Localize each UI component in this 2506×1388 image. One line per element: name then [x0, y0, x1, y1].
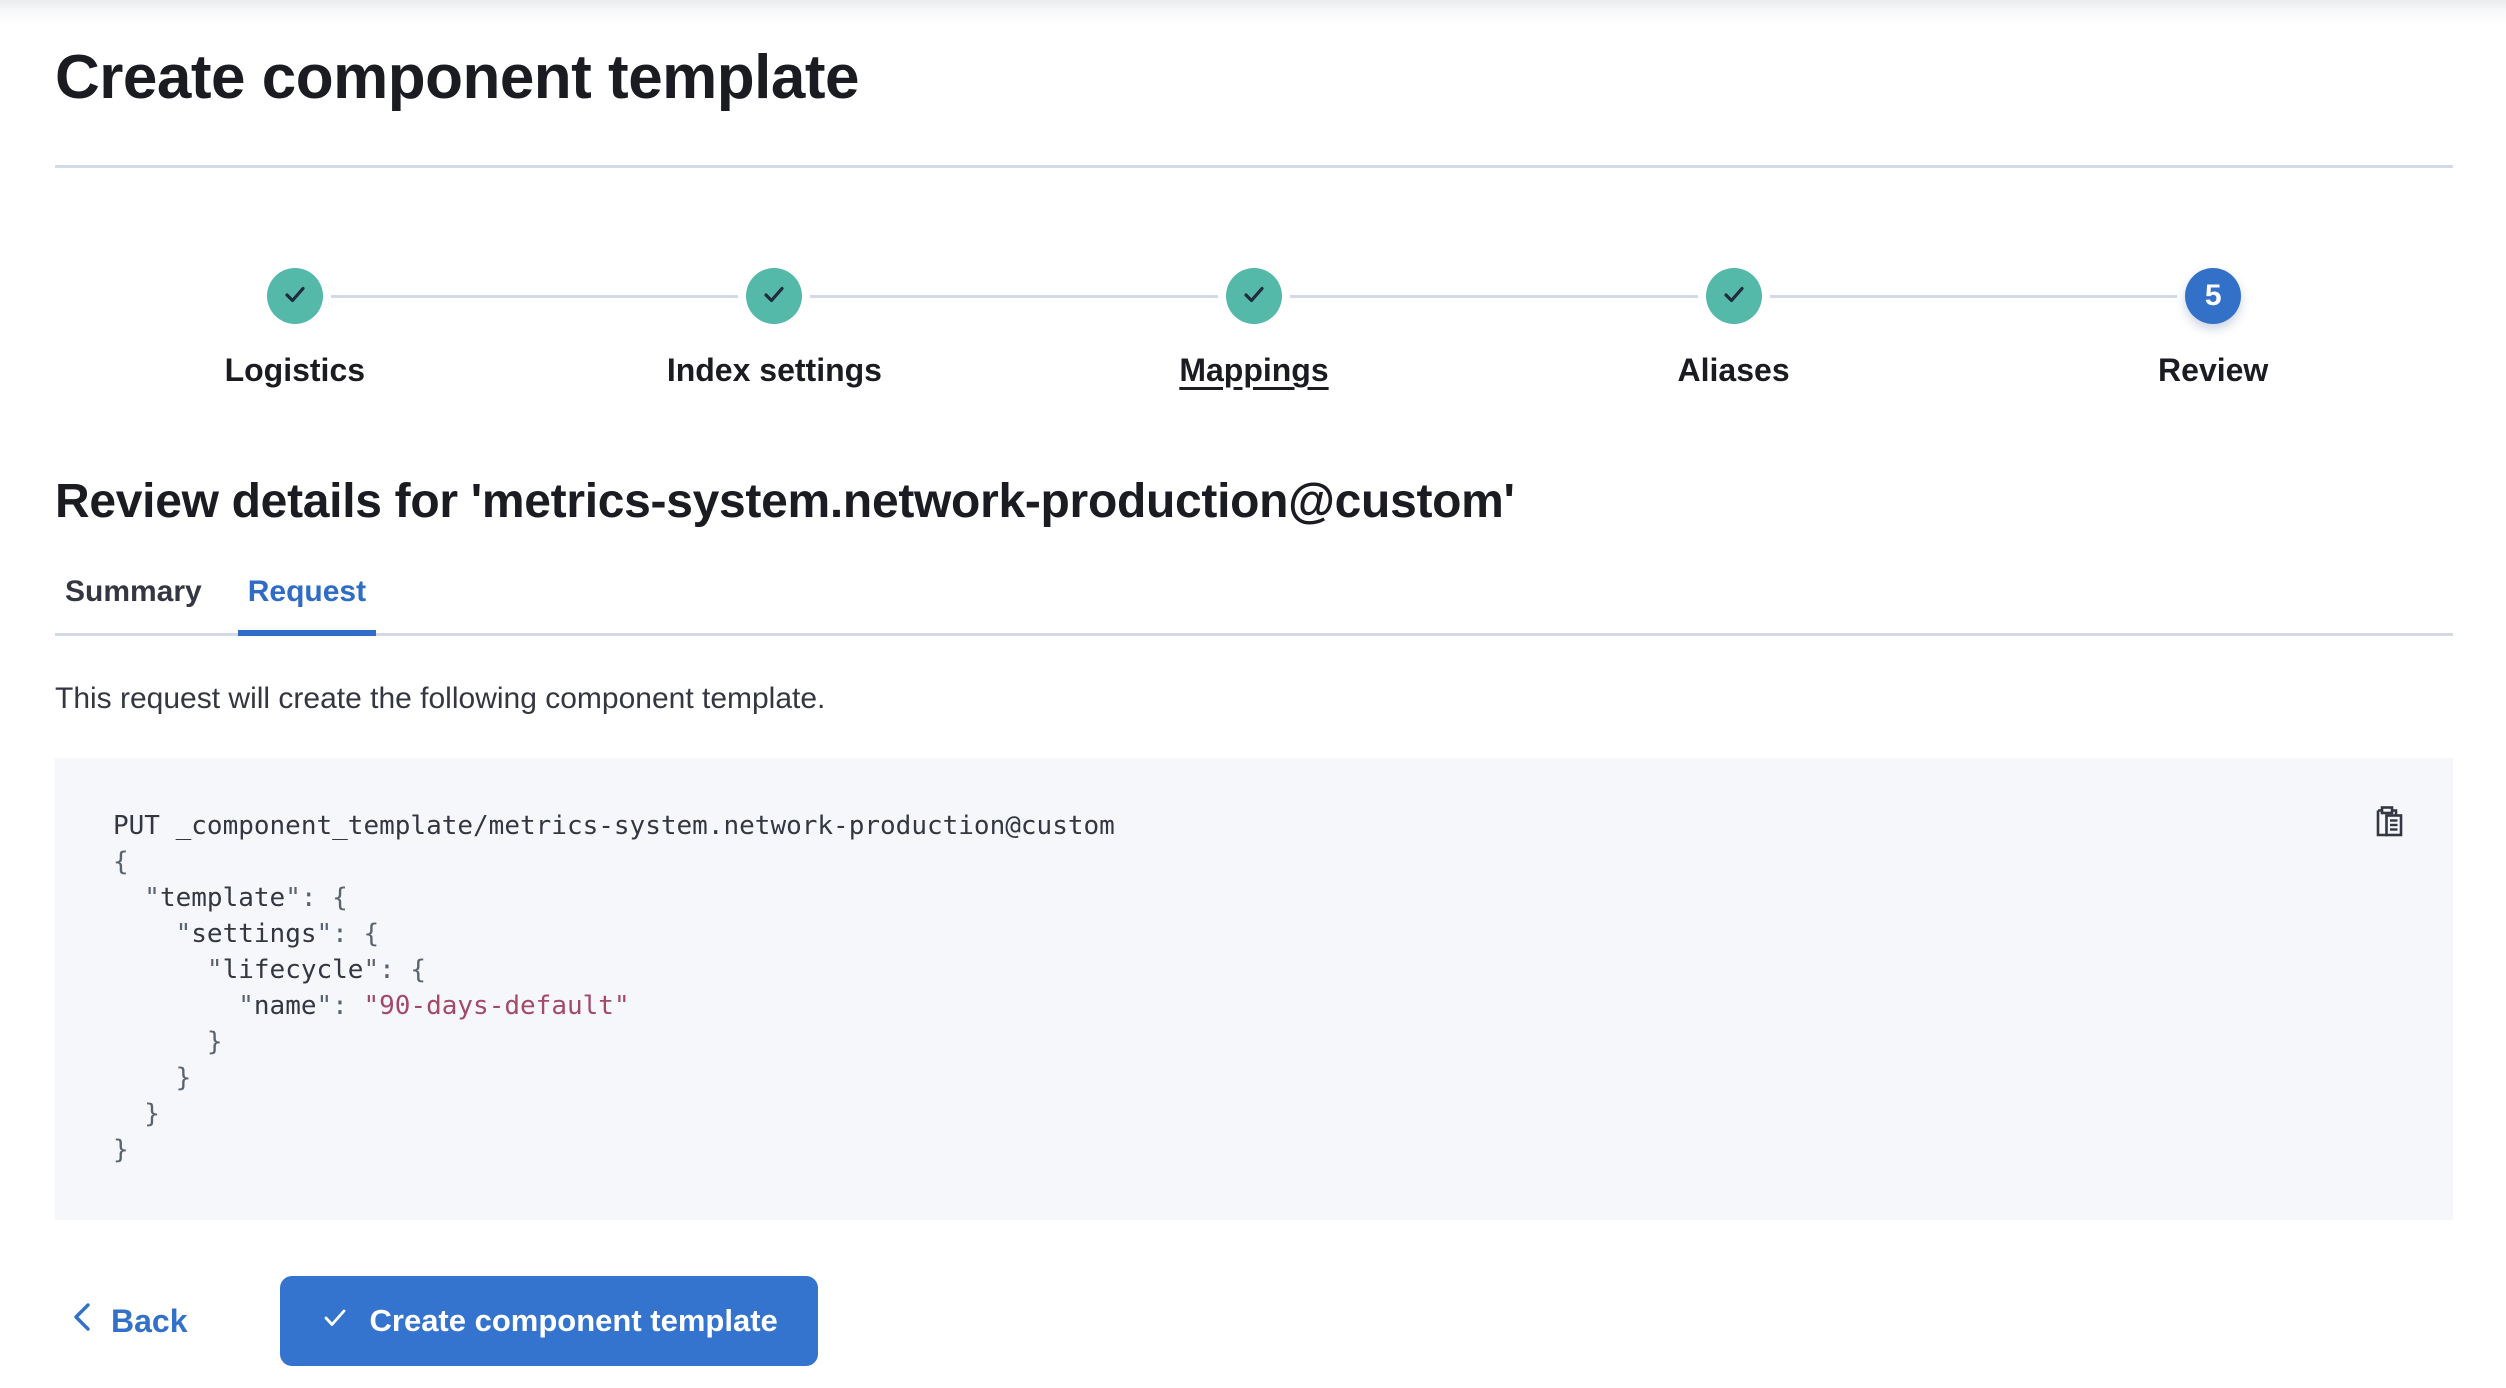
wizard-footer: Back Create component template: [55, 1276, 2453, 1366]
step-complete-circle: [266, 268, 323, 324]
step-complete-circle: [746, 268, 803, 324]
step-connector: [1769, 295, 2178, 298]
request-description: This request will create the following c…: [55, 682, 826, 715]
code-key: settings: [191, 919, 317, 949]
code-text: ": [113, 991, 254, 1021]
code-text: ": {: [363, 955, 427, 985]
create-component-template-page: Create component template Logistics Inde…: [0, 26, 2506, 1366]
code-text: ": {: [285, 883, 348, 913]
check-icon: [760, 280, 788, 313]
check-icon: [1720, 280, 1748, 313]
request-code: PUT _component_template/metrics-system.n…: [113, 808, 2397, 1168]
step-mappings[interactable]: Mappings: [1014, 268, 1494, 390]
step-review[interactable]: 5 Review: [1973, 268, 2453, 390]
check-icon: [281, 280, 309, 313]
code-text: ": {: [316, 919, 380, 949]
step-connector: [810, 295, 1218, 298]
tab-summary[interactable]: Summary: [65, 575, 202, 608]
top-fade-strip: [0, 0, 2506, 26]
step-connector: [330, 295, 739, 298]
chevron-left-icon: [69, 1298, 95, 1344]
review-tabs: Summary Request: [55, 575, 2453, 636]
tab-request[interactable]: Request: [237, 575, 377, 636]
check-icon: [1240, 280, 1268, 313]
code-text: }: [113, 1063, 192, 1093]
step-label: Aliases: [1677, 352, 1790, 388]
review-heading: Review details for 'metrics-system.netwo…: [55, 475, 1515, 528]
request-code-block: PUT _component_template/metrics-system.n…: [55, 758, 2453, 1220]
code-string-value: "90-days-default": [363, 991, 630, 1021]
step-label: Mappings: [1179, 352, 1329, 388]
step-connector: [1290, 295, 1698, 298]
code-text: {: [113, 847, 129, 877]
step-logistics[interactable]: Logistics: [55, 268, 535, 390]
horizontal-stepper: Logistics Index settings Mappings: [55, 268, 2453, 390]
code-key: name: [253, 991, 317, 1021]
code-text: }: [113, 1135, 129, 1165]
step-number: 5: [2204, 279, 2222, 312]
code-text: ": [113, 919, 192, 949]
step-complete-circle: [1225, 268, 1282, 324]
code-text: ": [113, 955, 223, 985]
code-text: }: [113, 1099, 160, 1129]
code-text: ":: [316, 991, 364, 1021]
check-icon: [320, 1302, 350, 1340]
back-button[interactable]: Back: [69, 1298, 188, 1344]
create-component-template-button[interactable]: Create component template: [279, 1276, 818, 1366]
step-current-circle: 5: [2185, 268, 2242, 324]
back-button-label: Back: [111, 1302, 188, 1339]
code-text: ": [113, 883, 160, 913]
create-button-label: Create component template: [369, 1303, 778, 1338]
step-complete-circle: [1705, 268, 1762, 324]
code-key: template: [159, 883, 286, 913]
copy-clipboard-icon: [2369, 801, 2409, 844]
code-key: lifecycle: [222, 955, 364, 985]
step-aliases[interactable]: Aliases: [1494, 268, 1974, 390]
step-label: Review: [2158, 352, 2269, 388]
code-text: }: [113, 1027, 223, 1057]
step-label: Logistics: [224, 352, 366, 388]
code-text: PUT _component_template/metrics-system.n…: [113, 811, 1115, 841]
copy-to-clipboard-button[interactable]: [2367, 800, 2411, 844]
step-label: Index settings: [666, 352, 882, 388]
step-index-settings[interactable]: Index settings: [535, 268, 1015, 390]
page-title: Create component template: [55, 42, 2453, 168]
